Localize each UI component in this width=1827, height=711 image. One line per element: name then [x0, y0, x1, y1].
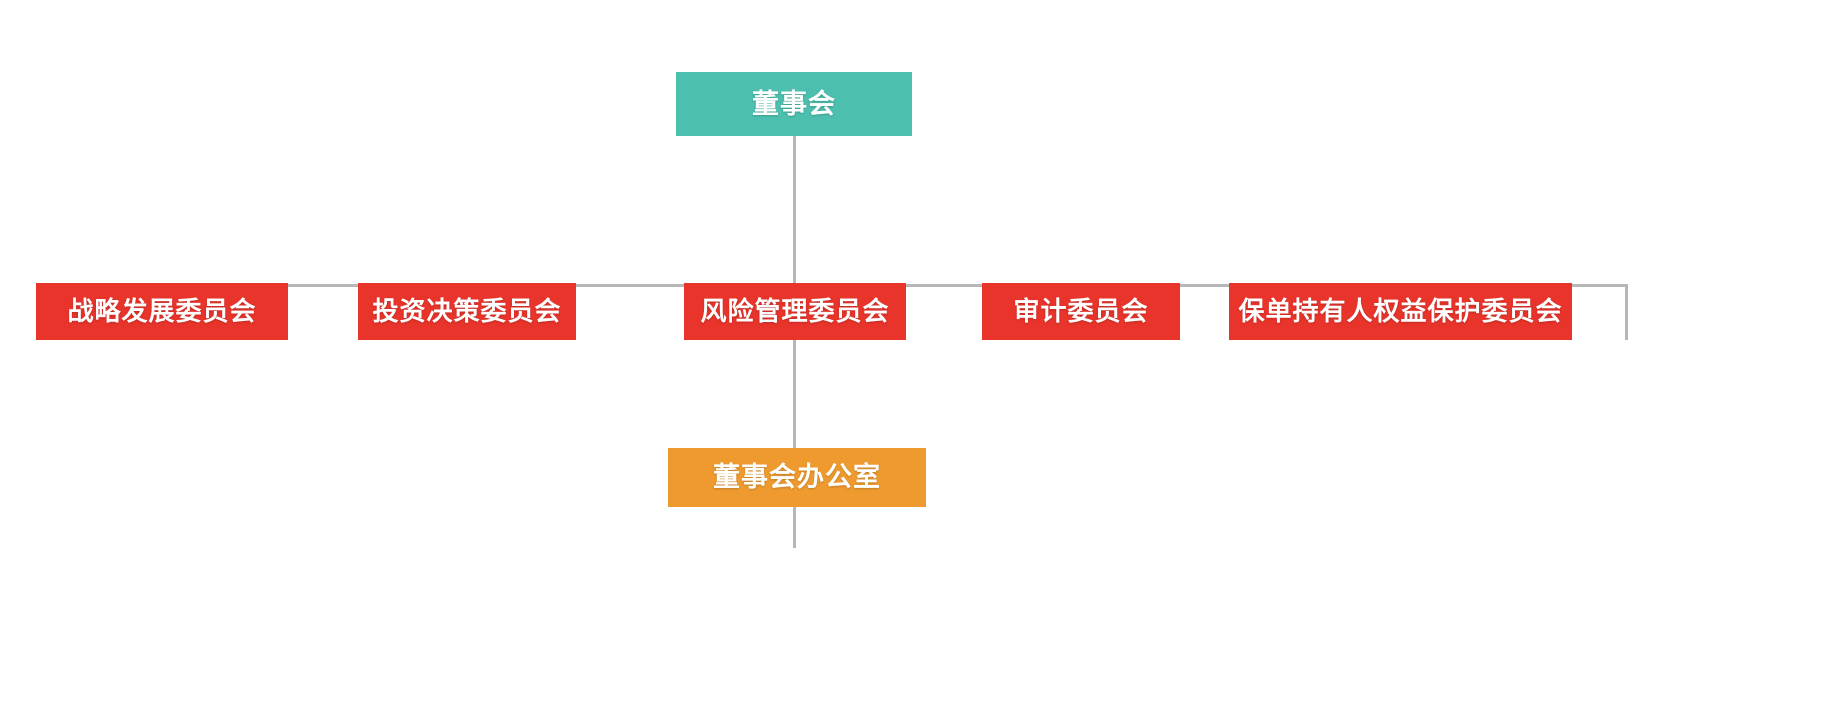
node-board-office[interactable]: 董事会办公室	[668, 448, 926, 507]
connector-drop-committee-5	[1625, 284, 1628, 340]
node-label: 审计委员会	[1013, 296, 1149, 327]
node-label: 战略发展委员会	[67, 296, 257, 327]
node-label: 投资决策委员会	[372, 296, 562, 327]
node-label: 董事会	[752, 88, 836, 120]
node-label: 董事会办公室	[713, 462, 881, 493]
node-label: 风险管理委员会	[700, 296, 890, 327]
node-board-of-directors[interactable]: 董事会	[676, 72, 912, 136]
connector-root-stem	[793, 136, 796, 286]
node-investment-decision-committee[interactable]: 投资决策委员会	[358, 283, 576, 340]
node-label: 保单持有人权益保护委员会	[1238, 296, 1563, 327]
connector-drop-board-office	[793, 340, 796, 548]
node-policyholder-rights-protection-committee[interactable]: 保单持有人权益保护委员会	[1229, 283, 1572, 340]
node-audit-committee[interactable]: 审计委员会	[982, 283, 1180, 340]
node-risk-management-committee[interactable]: 风险管理委员会	[684, 283, 906, 340]
node-strategic-development-committee[interactable]: 战略发展委员会	[36, 283, 288, 340]
